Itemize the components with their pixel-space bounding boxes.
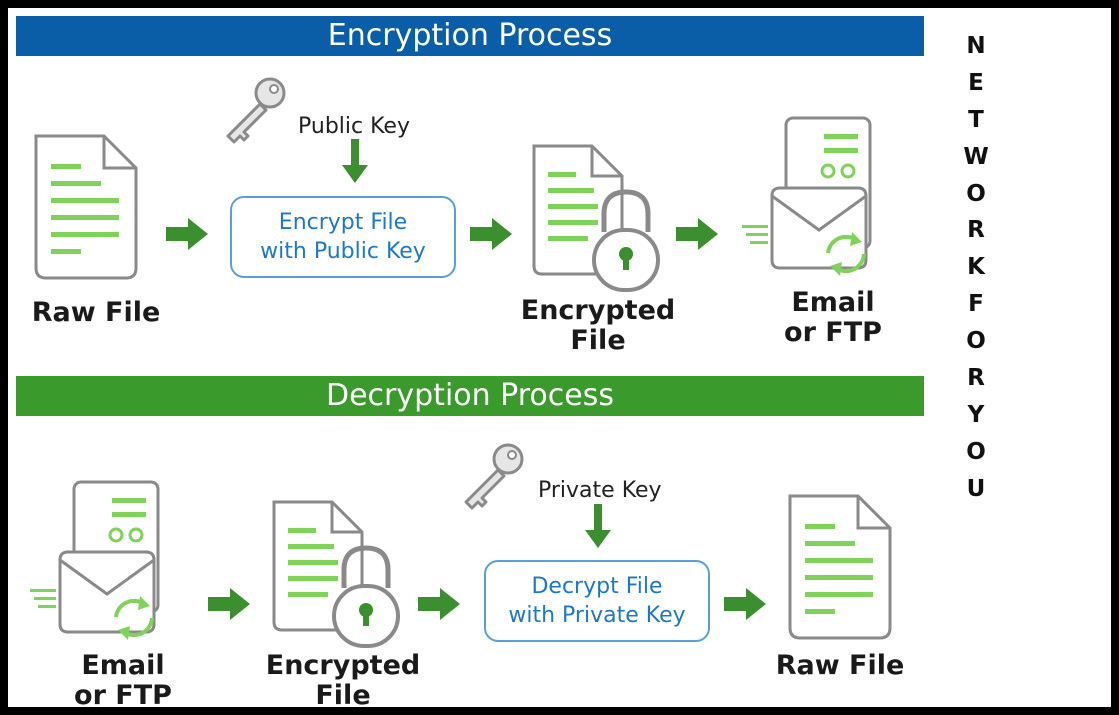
decrypt-file-box: Decrypt File with Private Key xyxy=(484,560,710,642)
side-letter: R xyxy=(967,365,985,392)
encrypted-file-label-line2: File xyxy=(315,680,371,708)
raw-file-label: Raw File xyxy=(775,650,905,681)
decrypt-box-line1: Decrypt File xyxy=(531,574,663,599)
email-ftp-label-line2: or FTP xyxy=(74,680,172,708)
public-key-label: Public Key xyxy=(298,114,410,139)
encrypted-file-label-line1: Encrypted xyxy=(520,295,676,326)
email-ftp-label: Email or FTP xyxy=(68,650,178,708)
raw-file-icon xyxy=(34,134,138,280)
encrypted-file-label: Encrypted File xyxy=(253,650,433,708)
private-key-icon xyxy=(464,443,524,510)
side-letter: O xyxy=(966,328,986,355)
side-letter: F xyxy=(968,291,984,318)
encrypted-file-label: Encrypted File xyxy=(508,296,688,356)
decryption-process-banner: Decryption Process xyxy=(16,376,924,416)
side-letter: N xyxy=(966,33,986,59)
side-letter: T xyxy=(968,106,984,133)
private-key-label: Private Key xyxy=(538,478,662,503)
raw-file-label: Raw File xyxy=(31,297,161,328)
email-ftp-label-line1: Email xyxy=(81,650,165,681)
side-letter: W xyxy=(963,143,989,170)
email-ftp-label-line2: or FTP xyxy=(784,317,882,348)
email-ftp-label-line1: Email xyxy=(791,287,875,318)
raw-file-icon xyxy=(788,494,892,640)
encrypted-file-label-line1: Encrypted xyxy=(265,650,421,681)
encrypt-box-line2: with Public Key xyxy=(260,239,426,264)
diagram-canvas: Encryption Process Decryption Process Ra… xyxy=(8,8,1111,707)
arrow-icon xyxy=(724,588,766,620)
arrow-icon xyxy=(418,588,460,620)
email-ftp-label: Email or FTP xyxy=(778,288,888,348)
side-letter: U xyxy=(966,475,986,502)
side-letter: O xyxy=(966,438,986,465)
arrow-down-icon xyxy=(585,504,611,548)
side-letters: N E T W O R K F O R Y O U xyxy=(956,28,996,508)
arrow-icon xyxy=(470,218,512,250)
side-letter: O xyxy=(966,180,986,207)
side-letter: Y xyxy=(967,401,985,428)
encrypted-file-icon xyxy=(534,146,658,290)
side-letter: E xyxy=(968,69,984,96)
decrypt-box-line2: with Private Key xyxy=(508,603,686,628)
email-ftp-icon xyxy=(740,116,872,278)
side-letter: R xyxy=(967,217,985,244)
encrypted-file-icon xyxy=(274,502,398,646)
public-key-icon xyxy=(226,77,286,144)
encrypt-file-box: Encrypt File with Public Key xyxy=(230,196,456,278)
arrow-icon xyxy=(208,588,250,620)
arrow-icon xyxy=(676,218,718,250)
arrow-down-icon xyxy=(342,139,368,183)
arrow-icon xyxy=(166,218,208,250)
encrypt-box-line1: Encrypt File xyxy=(278,210,408,235)
side-letter: K xyxy=(967,254,985,281)
email-ftp-icon xyxy=(28,480,160,642)
encryption-process-banner: Encryption Process xyxy=(16,16,924,56)
encrypted-file-label-line2: File xyxy=(570,325,626,356)
